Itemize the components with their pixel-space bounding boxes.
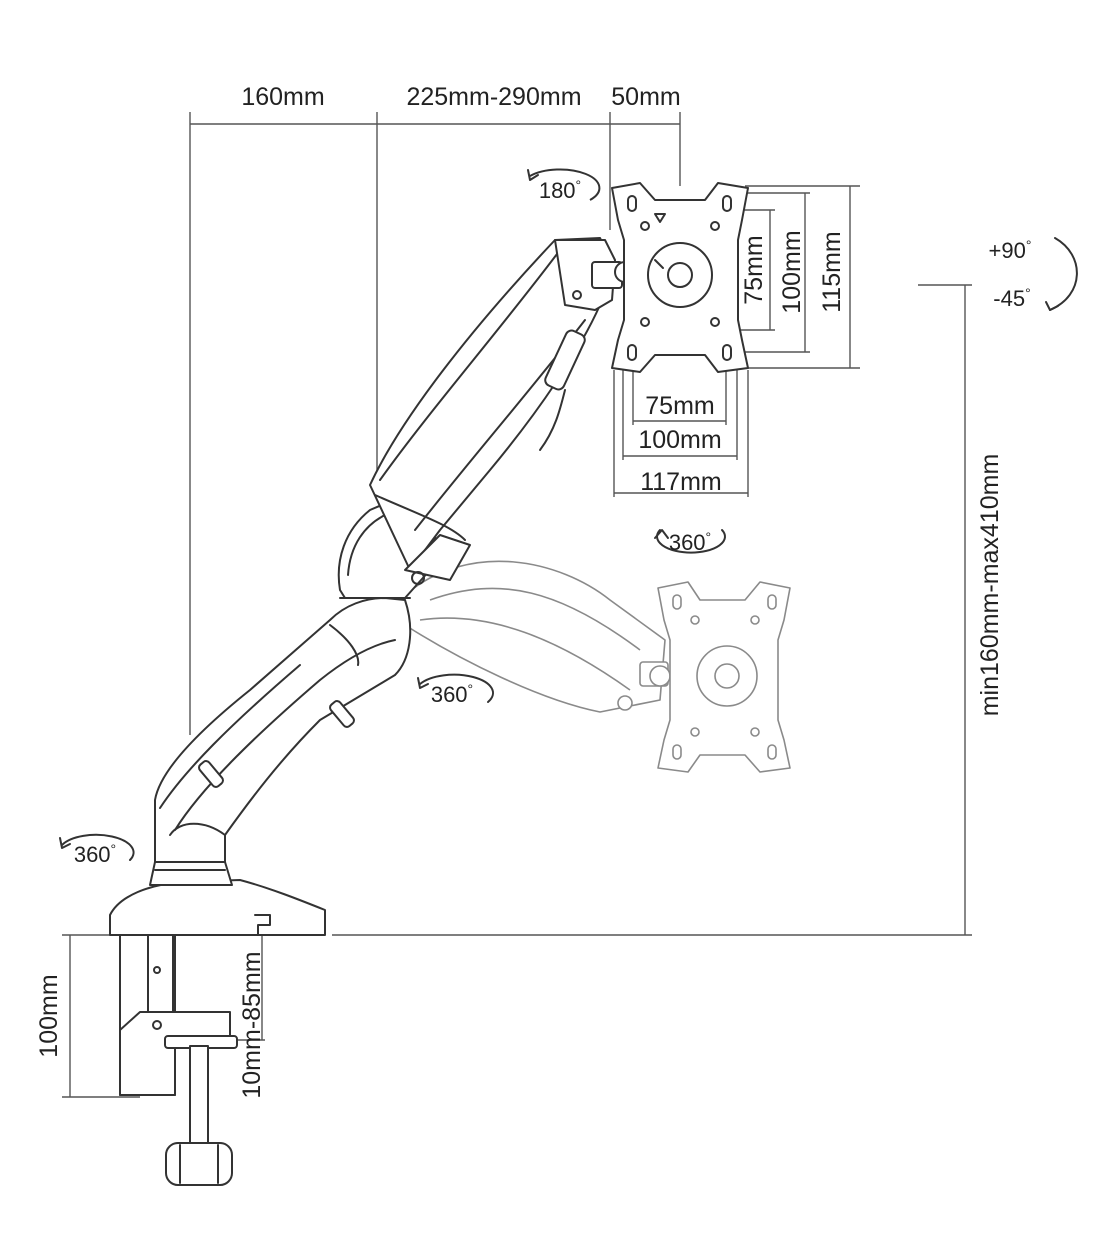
rotate-arrow-icon	[61, 833, 135, 861]
tilt-arrow-icon	[1049, 237, 1078, 311]
elbow-rotate-label: 360°	[431, 681, 473, 707]
dim-label-reach: 225mm-290mm	[406, 83, 581, 111]
dim-label-desk-thickness: 10mm-85mm	[238, 951, 266, 1098]
labels: 160mm 225mm-290mm 50mm 75mm 100mm 115mm …	[35, 83, 1031, 1099]
rotate-arrow-icon	[419, 673, 495, 703]
rotation-arrows	[59, 168, 1078, 861]
plate-rotate-label: 360°	[669, 529, 711, 555]
dim-label-160: 160mm	[241, 83, 324, 111]
head-swivel-label: 180°	[539, 177, 581, 203]
arrow-head-icon	[1045, 301, 1059, 311]
arrow-head-icon	[417, 677, 429, 689]
upper-arm	[369, 237, 611, 585]
rotate-arrow-icon	[529, 168, 601, 201]
arrow-head-icon	[527, 169, 539, 181]
tilt-down-label: -45°	[993, 285, 1030, 311]
ghost-vesa-plate	[657, 581, 791, 773]
dim-label-vesa-h-100: 100mm	[778, 230, 806, 313]
dim-label-plate-h-115: 115mm	[818, 231, 846, 313]
dim-label-height-range: min160mm-max410mm	[976, 454, 1004, 717]
arrow-head-icon	[654, 529, 669, 539]
tilt-up-label: +90°	[989, 237, 1032, 263]
ghost-arm	[404, 560, 671, 713]
dim-label-clamp-height: 100mm	[35, 974, 63, 1057]
dim-label-50: 50mm	[611, 83, 680, 111]
dim-label-vesa-w-100: 100mm	[638, 426, 721, 454]
lower-arm	[154, 597, 412, 863]
dimension-lines	[62, 112, 972, 1098]
dim-label-vesa-h-75: 75mm	[740, 235, 768, 304]
vesa-plate	[611, 182, 749, 373]
base-rotate-label: 360°	[74, 841, 116, 867]
dim-label-plate-w-117: 117mm	[640, 468, 722, 496]
rotate-arrow-icon	[656, 529, 726, 554]
dim-label-vesa-w-75: 75mm	[645, 392, 714, 420]
base-clamp	[109, 861, 326, 1186]
arrow-head-icon	[59, 837, 71, 849]
